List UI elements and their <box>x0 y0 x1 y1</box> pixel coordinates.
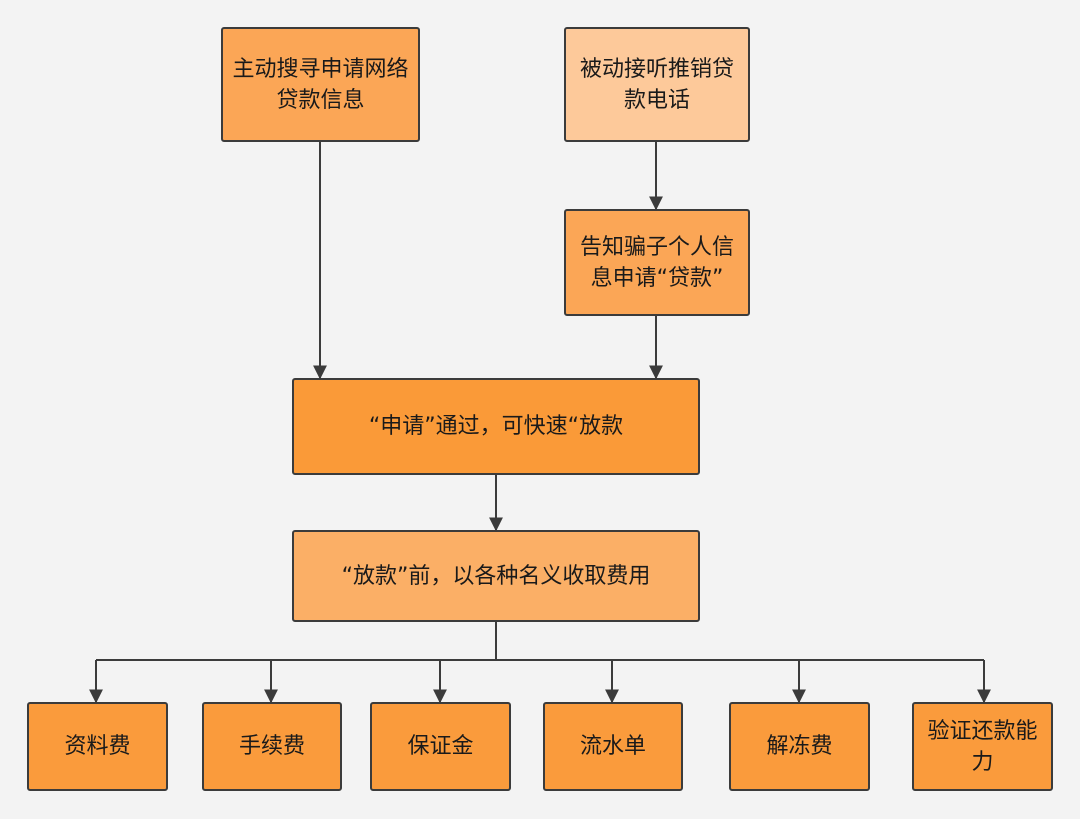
node-fee-unfreeze-label: 解冻费 <box>766 734 833 759</box>
node-fee-verify-label: 验证还款能力 <box>927 718 1038 775</box>
node-pre-fee: “放款”前，以各种名义收取费用 <box>292 530 700 622</box>
node-approved-label: “申请”通过，可快速“放款 <box>368 414 624 439</box>
node-active-search: 主动搜寻申请网络贷款信息 <box>221 27 420 142</box>
node-active-search-label: 主动搜寻申请网络贷款信息 <box>232 56 409 113</box>
node-passive-call-label: 被动接听推销贷款电话 <box>579 56 734 113</box>
node-tell-scammer-label: 告知骗子个人信息申请“贷款” <box>579 234 734 291</box>
node-pre-fee-label: “放款”前，以各种名义收取费用 <box>341 563 651 589</box>
node-fee-materials-label: 资料费 <box>64 734 131 759</box>
node-fee-statement-label: 流水单 <box>579 734 646 759</box>
node-passive-call: 被动接听推销贷款电话 <box>564 27 750 142</box>
node-approved: “申请”通过，可快速“放款 <box>292 378 700 475</box>
node-fee-unfreeze: 解冻费 <box>729 702 870 791</box>
node-fee-deposit-label: 保证金 <box>407 734 474 759</box>
node-fee-handling: 手续费 <box>202 702 342 791</box>
node-tell-scammer: 告知骗子个人信息申请“贷款” <box>564 209 750 316</box>
node-fee-statement: 流水单 <box>543 702 683 791</box>
node-fee-verify: 验证还款能力 <box>912 702 1053 791</box>
node-fee-materials: 资料费 <box>27 702 168 791</box>
node-fee-handling-label: 手续费 <box>238 734 305 759</box>
node-fee-deposit: 保证金 <box>370 702 511 791</box>
